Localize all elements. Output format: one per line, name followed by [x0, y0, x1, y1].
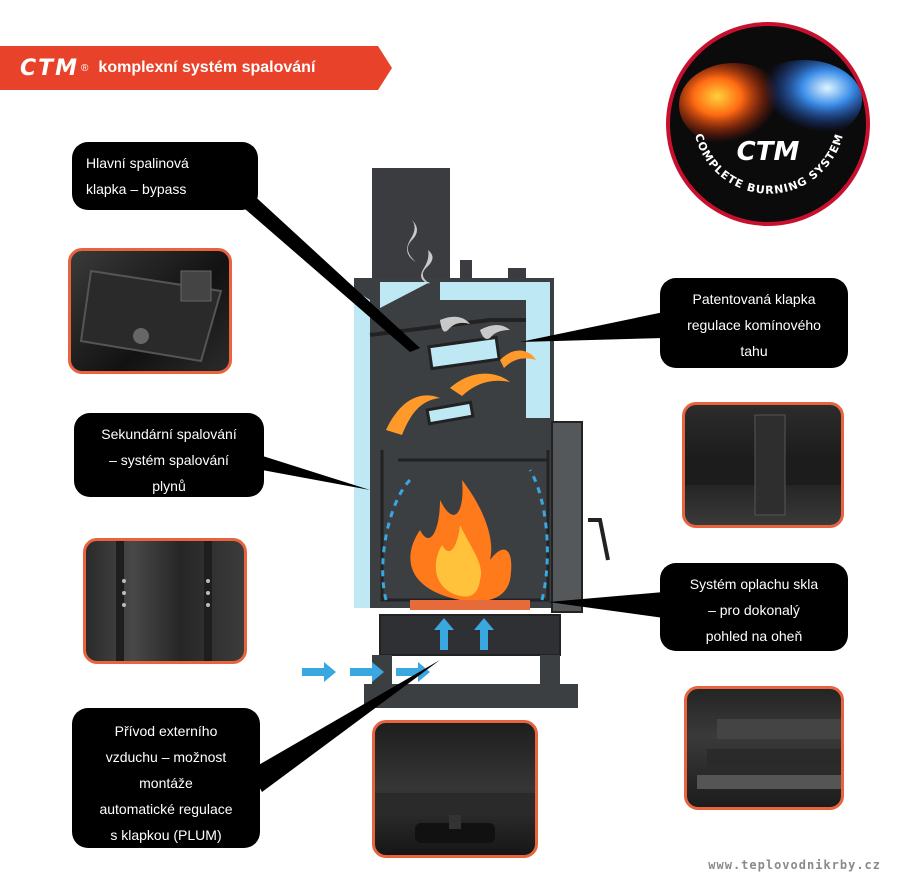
leader-glass [548, 592, 664, 618]
stove-door [551, 421, 583, 613]
badge-logo: CTM [737, 137, 800, 167]
callout-line: Hlavní spalinová [86, 155, 189, 171]
registered-mark: ® [81, 62, 89, 74]
callout-line: regulace komínového [687, 317, 821, 333]
leader-draft [520, 312, 664, 342]
callout-line: – systém spalování [109, 452, 229, 468]
callout-line: Přívod externího [114, 723, 218, 739]
photo-secondary-combustion [83, 538, 247, 664]
leader-secondary [250, 452, 370, 490]
callout-draft-flap: Patentovaná klapka regulace komínového t… [660, 278, 848, 368]
callout-line: Systém oplachu skla [689, 576, 819, 592]
leader-bypass [230, 190, 420, 352]
callout-secondary-combustion: Sekundární spalování – systém spalování … [74, 413, 264, 497]
callout-line: plynů [152, 478, 186, 494]
ctm-logo: CTM [20, 55, 80, 81]
callout-line: tahu [740, 343, 768, 359]
air-intake-arrows [302, 618, 494, 682]
header: CTM ® komplexní systém spalování [20, 55, 316, 81]
photo-draft-flap [682, 402, 844, 528]
fire-grate [410, 600, 530, 610]
callout-glass-rinse: Systém oplachu skla – pro dokonalý pohle… [660, 563, 848, 651]
ctm-badge: CTM COMPLETE BURNING SYSTEM [666, 22, 870, 226]
smoke-wisps [407, 220, 510, 339]
header-title: komplexní systém spalování [98, 59, 316, 76]
insulation-left [354, 290, 370, 608]
callout-line: pohled na oheň [705, 628, 803, 644]
stove-diagram [302, 168, 610, 708]
callout-bypass: Hlavní spalinová klapka – bypass [72, 142, 258, 210]
ash-box [379, 614, 561, 656]
website-url[interactable]: www.teplovodnikrby.cz [708, 858, 881, 872]
callout-line: – pro dokonalý [708, 602, 800, 618]
photo-glass-rinse [684, 686, 844, 810]
photo-bypass-flap [68, 248, 232, 374]
door-handle [588, 518, 610, 561]
flames [386, 350, 536, 602]
callout-line: montáže [139, 775, 193, 791]
callout-line: s klapkou (PLUM) [110, 827, 222, 843]
flue-pipe [372, 168, 450, 280]
leader-air [250, 660, 440, 792]
photo-air-intake [372, 720, 538, 858]
callout-line: Sekundární spalování [101, 426, 237, 442]
callout-line: Patentovaná klapka [692, 291, 816, 307]
callout-external-air: Přívod externího vzduchu – možnost montá… [72, 708, 260, 848]
callout-line: klapka – bypass [86, 181, 187, 197]
insulation-top [440, 282, 550, 418]
draft-flap [427, 335, 501, 371]
callout-line: automatické regulace [99, 801, 233, 817]
callout-line: vzduchu – možnost [105, 749, 227, 765]
header-banner [0, 46, 392, 90]
